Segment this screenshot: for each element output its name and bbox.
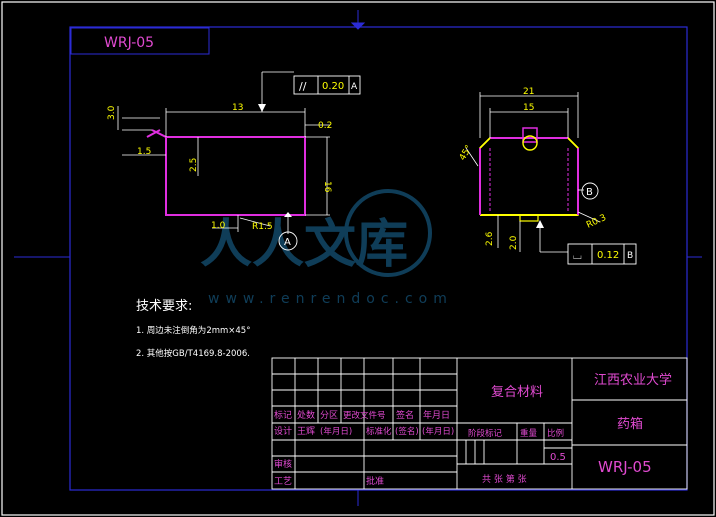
tb-date-paren2: (年月日) (422, 426, 454, 437)
dim-0-2: 0.2 (318, 121, 332, 131)
tb-standardize: 标准化 (366, 426, 392, 437)
tb-design: 设计 (274, 425, 292, 437)
datum-a-marker (278, 231, 298, 251)
tb-school: 江西农业大学 (594, 372, 672, 388)
dim-1-5: 1.5 (137, 147, 151, 157)
tb-material: 复合材料 (491, 385, 543, 400)
tb-sheets: 共 张 第 张 (482, 473, 527, 485)
tb-stage-mark: 阶段标记 (468, 428, 503, 439)
code-box-text: WRJ-05 (104, 35, 154, 51)
dim-1-0: 1.0 (211, 221, 226, 231)
watermark: 人人文库 www.renrendoc.com (200, 189, 453, 307)
tech-requirements: 技术要求: 1. 周边未注倒角为2mm×45° 2. 其他按GB/T4169.8… (136, 299, 250, 359)
tech-req-title: 技术要求: (136, 299, 192, 314)
datum-b-label: B (586, 187, 593, 198)
left-view-outline (165, 136, 306, 216)
tech-req-item-1: 1. 周边未注倒角为2mm×45° (136, 325, 250, 336)
watermark-logo: 人人文库 (200, 215, 408, 275)
flatness-datum: B (627, 251, 633, 261)
dim-2-6: 2.6 (485, 231, 495, 246)
tb-scale: 比例 (547, 428, 564, 439)
tb-designer: 王辉 (297, 426, 315, 437)
tb-drawing-code: WRJ-05 (598, 458, 652, 476)
tb-weight: 重量 (520, 428, 538, 439)
dim-13: 13 (232, 103, 243, 113)
dim-21: 21 (523, 87, 534, 97)
tb-sign-paren: (签名) (395, 426, 419, 437)
watermark-ring (344, 189, 432, 277)
tb-part-name: 药箱 (617, 416, 643, 432)
dim-2-5: 2.5 (189, 158, 199, 172)
tb-count: 处数 (297, 409, 315, 421)
tolerance-frame-flatness (567, 243, 637, 265)
dim-r1-5: R1.5 (252, 222, 273, 232)
dim-3-0: 3.0 (107, 105, 117, 120)
tb-zone: 分区 (320, 410, 338, 421)
parallelism-symbol: // (299, 80, 307, 93)
tb-date: 年月日 (423, 409, 450, 421)
tb-review: 审核 (274, 458, 292, 470)
dim-16: 16 (322, 181, 332, 193)
title-block (271, 357, 688, 490)
datum-a-label: A (284, 237, 291, 248)
tolerance-frame-parallelism (293, 75, 361, 95)
flatness-value: 0.12 (597, 250, 619, 261)
title-block-text: 标记 处数 分区 更改文件号 签名 年月日 设计 王辉 (年月日) 标准化 (签… (274, 372, 672, 487)
tb-sign: 签名 (396, 409, 414, 421)
tb-date-paren: (年月日) (320, 426, 352, 437)
left-view: A 13 0.2 3.0 1.5 2.5 16 1.0 R1.5 // 0.20… (107, 71, 361, 251)
tb-scale-value: 0.5 (550, 452, 566, 463)
datum-b-marker (581, 182, 599, 200)
code-box (70, 27, 210, 55)
dim-2-0: 2.0 (509, 235, 519, 250)
flatness-symbol: ⌴ (573, 249, 582, 262)
right-view: B 21 15 45° 2.6 2.0 R0.3 ⌴ 0.12 B (458, 87, 637, 265)
tb-approve: 批准 (366, 475, 384, 487)
tb-process: 工艺 (274, 476, 292, 487)
watermark-url: www.renrendoc.com (208, 291, 453, 307)
parallelism-value: 0.20 (322, 81, 344, 92)
centering-marks (14, 10, 702, 506)
dim-45deg: 45° (458, 144, 475, 163)
sheet-inner-border (69, 26, 688, 491)
tb-mark: 标记 (274, 409, 292, 421)
tb-change-doc: 更改文件号 (343, 410, 386, 421)
tech-req-item-2: 2. 其他按GB/T4169.8-2006. (136, 348, 250, 359)
parallelism-datum: A (351, 82, 358, 92)
dim-15: 15 (523, 103, 534, 113)
dim-r0-3: R0.3 (585, 213, 608, 231)
